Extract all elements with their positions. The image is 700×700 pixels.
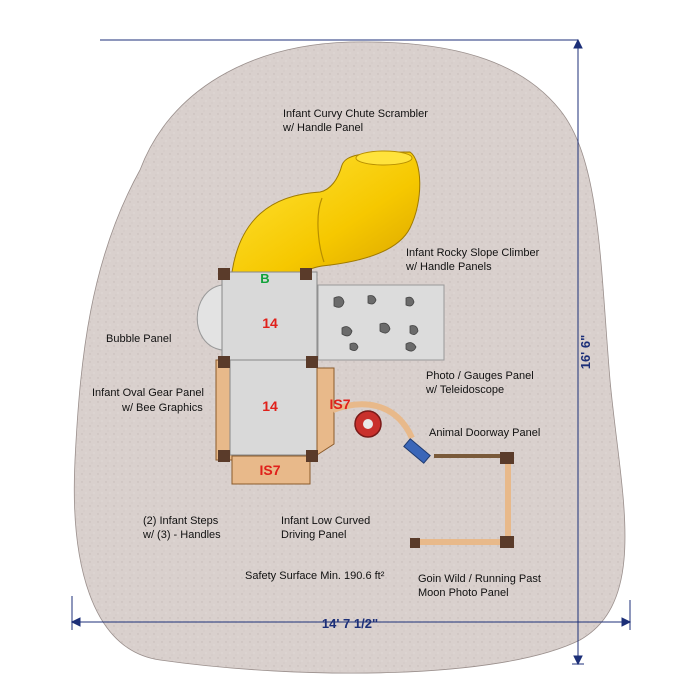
label-rocky-slope-l1: Infant Rocky Slope Climber bbox=[406, 247, 540, 259]
label-oval-gear-l1: Infant Oval Gear Panel bbox=[92, 387, 204, 399]
label-curvy-chute-l1: Infant Curvy Chute Scrambler bbox=[283, 108, 428, 120]
label-photo-gauges-l2: w/ Teleidoscope bbox=[425, 384, 504, 396]
label-bubble-panel: Bubble Panel bbox=[106, 333, 171, 345]
label-driving-panel-l1: Infant Low Curved bbox=[281, 515, 370, 527]
dimension-height: 16' 6" bbox=[578, 335, 593, 370]
label-rocky-slope-l2: w/ Handle Panels bbox=[405, 261, 492, 273]
label-moon-photo-l1: Goin Wild / Running Past bbox=[418, 573, 541, 585]
curved-driving-panel bbox=[331, 401, 415, 440]
label-infant-steps-l1: (2) Infant Steps bbox=[143, 515, 219, 527]
animal-doorway-frame bbox=[410, 452, 514, 548]
dimension-lines bbox=[70, 38, 632, 666]
step-is7-bottom bbox=[231, 455, 311, 485]
label-oval-gear-l2: w/ Bee Graphics bbox=[121, 402, 203, 414]
curvy-chute-slide bbox=[231, 150, 421, 277]
deck-letter-b: B bbox=[260, 271, 269, 286]
deck-upper bbox=[221, 271, 318, 361]
deck-posts bbox=[218, 268, 318, 462]
label-infant-steps-l2: w/ (3) - Handles bbox=[142, 529, 221, 541]
deck-number-upper: 14 bbox=[262, 315, 278, 331]
deck-number-is7-bottom: IS7 bbox=[259, 462, 280, 478]
label-animal-doorway: Animal Doorway Panel bbox=[429, 427, 540, 439]
photo-gauges-teleidoscope bbox=[403, 438, 431, 464]
label-safety-surface: Safety Surface Min. 190.6 ft² bbox=[245, 570, 385, 582]
label-driving-panel-l2: Driving Panel bbox=[281, 529, 346, 541]
dimension-width: 14' 7 1/2" bbox=[322, 616, 378, 631]
label-photo-gauges-l1: Photo / Gauges Panel bbox=[426, 370, 534, 382]
label-moon-photo-l2: Moon Photo Panel bbox=[418, 587, 509, 599]
bubble-panel bbox=[196, 284, 223, 351]
deck-number-is7-right: IS7 bbox=[329, 396, 350, 412]
deck-number-lower: 14 bbox=[262, 398, 278, 414]
label-curvy-chute-l2: w/ Handle Panel bbox=[282, 122, 363, 134]
deck-is7-right bbox=[316, 367, 335, 456]
rocky-slope-climber bbox=[317, 284, 445, 361]
